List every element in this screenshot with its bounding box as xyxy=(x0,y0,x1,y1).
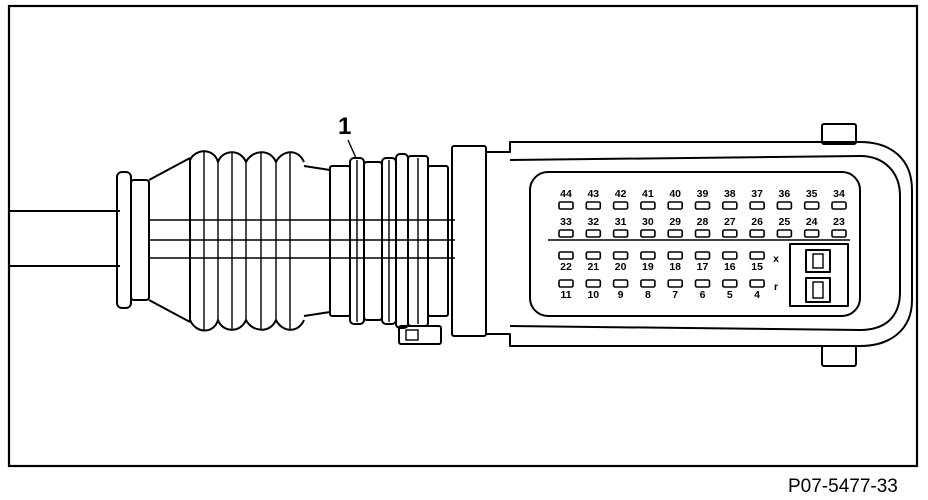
figure-frame xyxy=(7,4,919,468)
pin-socket-7 xyxy=(667,279,684,288)
pin-label-6: 6 xyxy=(700,289,706,301)
pin-socket-20 xyxy=(612,251,629,260)
pin-label-7: 7 xyxy=(672,289,678,301)
pin-label-24: 24 xyxy=(806,216,818,228)
pin-socket-21 xyxy=(585,251,602,260)
pin-label-25: 25 xyxy=(779,216,791,228)
wire-harness xyxy=(10,210,455,267)
clamp-sleeve xyxy=(329,153,449,345)
pin-socket-8 xyxy=(640,279,656,288)
pin-socket-23 xyxy=(831,229,847,238)
pin-label-31: 31 xyxy=(615,216,627,228)
pin-socket-11 xyxy=(558,279,574,288)
pin-socket-30 xyxy=(640,229,656,238)
figure-id: P07-5477-33 xyxy=(788,476,898,497)
pin-label-17: 17 xyxy=(697,261,709,273)
pin-socket-29 xyxy=(667,229,684,238)
pin-socket-32 xyxy=(585,229,602,238)
pin-socket-15 xyxy=(749,251,765,260)
pin-socket-36 xyxy=(776,201,793,210)
pin-label-36: 36 xyxy=(779,188,791,200)
pin-label-5: 5 xyxy=(727,289,733,301)
pin-label-30: 30 xyxy=(642,216,654,228)
pin-label-16: 16 xyxy=(724,261,736,273)
pin-label-10: 10 xyxy=(587,289,599,301)
pin-socket-27 xyxy=(721,229,738,238)
pin-socket-35 xyxy=(803,201,820,210)
pin-socket-44 xyxy=(558,201,574,210)
pin-socket-43 xyxy=(585,201,602,210)
pin-label-35: 35 xyxy=(806,188,818,200)
pin-socket-22 xyxy=(558,251,574,260)
pin-label-39: 39 xyxy=(697,188,709,200)
pin-socket-38 xyxy=(721,201,738,210)
pin-label-18: 18 xyxy=(669,261,681,273)
connector-body xyxy=(451,123,913,367)
pin-socket-18 xyxy=(667,251,684,260)
pin-label-19: 19 xyxy=(642,261,654,273)
pin-socket-31 xyxy=(612,229,629,238)
pin-socket-40 xyxy=(667,201,684,210)
pin-socket-28 xyxy=(694,229,711,238)
pin-socket-41 xyxy=(640,201,656,210)
pin-socket-33 xyxy=(558,229,574,238)
pin-socket-19 xyxy=(640,251,656,260)
pin-label-38: 38 xyxy=(724,188,736,200)
pin-label-33: 33 xyxy=(560,216,572,228)
pin-socket-6 xyxy=(694,279,711,288)
pin-socket-17 xyxy=(694,251,711,260)
pin-label-8: 8 xyxy=(645,289,651,301)
pin-label-21: 21 xyxy=(587,261,599,273)
pin-socket-26 xyxy=(749,229,765,238)
pin-label-27: 27 xyxy=(724,216,736,228)
pin-label-4: 4 xyxy=(754,289,760,301)
pin-label-9: 9 xyxy=(618,289,624,301)
pin-label-44: 44 xyxy=(560,188,572,200)
pin-socket-42 xyxy=(612,201,629,210)
pin-label-11: 11 xyxy=(560,289,571,301)
pin-label-42: 42 xyxy=(615,188,627,200)
pin-label-28: 28 xyxy=(697,216,709,228)
pin-socket-10 xyxy=(585,279,602,288)
callout-number: 1 xyxy=(338,113,351,140)
pin-label-22: 22 xyxy=(560,261,572,273)
pin-socket-39 xyxy=(694,201,711,210)
pin-label-40: 40 xyxy=(669,188,681,200)
pin-socket-5 xyxy=(721,279,738,288)
latch-marker-x: x xyxy=(773,253,779,265)
pin-label-29: 29 xyxy=(669,216,681,228)
latch-marker-r: r xyxy=(774,281,778,293)
pin-socket-4 xyxy=(749,279,765,288)
pin-label-41: 41 xyxy=(642,188,654,200)
pin-label-20: 20 xyxy=(615,261,627,273)
pin-label-32: 32 xyxy=(587,216,599,228)
pin-label-34: 34 xyxy=(833,188,845,200)
pin-socket-16 xyxy=(721,251,738,260)
pin-grid: 44 43 42 41 40 39 38 37 36 35 34 33 32 31 30 29 28 27 26 25… xyxy=(558,188,847,301)
pin-label-26: 26 xyxy=(751,216,763,228)
rubber-boot xyxy=(116,150,331,332)
pin-label-43: 43 xyxy=(587,188,599,200)
pin-socket-25 xyxy=(776,229,793,238)
pin-socket-34 xyxy=(831,201,847,210)
callout-leader xyxy=(347,139,357,159)
pin-label-23: 23 xyxy=(833,216,845,228)
pin-label-37: 37 xyxy=(751,188,763,200)
pin-socket-24 xyxy=(803,229,820,238)
pin-label-15: 15 xyxy=(751,261,763,273)
pin-socket-37 xyxy=(749,201,765,210)
pin-socket-9 xyxy=(612,279,629,288)
